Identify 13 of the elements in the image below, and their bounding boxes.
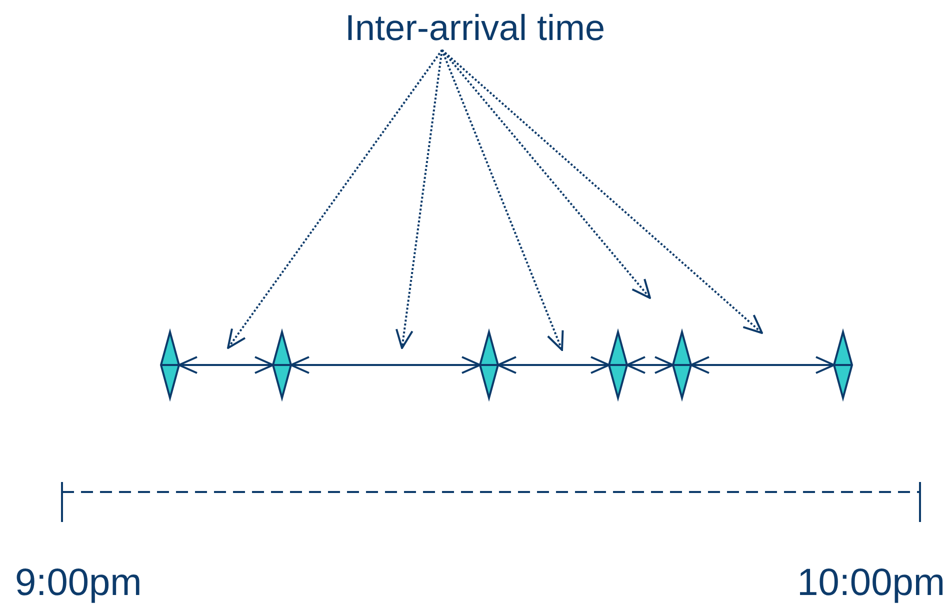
double-arrow — [290, 356, 481, 374]
double-arrow — [497, 356, 610, 374]
leader-line — [441, 49, 763, 334]
time-label: 10:00pm — [797, 562, 945, 604]
heading-text: Inter-arrival time — [345, 8, 606, 48]
leader-line — [395, 50, 443, 349]
leader-line — [441, 49, 651, 299]
double-arrow — [178, 356, 274, 374]
leader-line — [227, 49, 443, 349]
double-arrow — [690, 356, 835, 374]
leader-line — [441, 50, 564, 351]
time-label: 9:00pm — [15, 562, 142, 604]
double-arrow — [626, 356, 674, 374]
